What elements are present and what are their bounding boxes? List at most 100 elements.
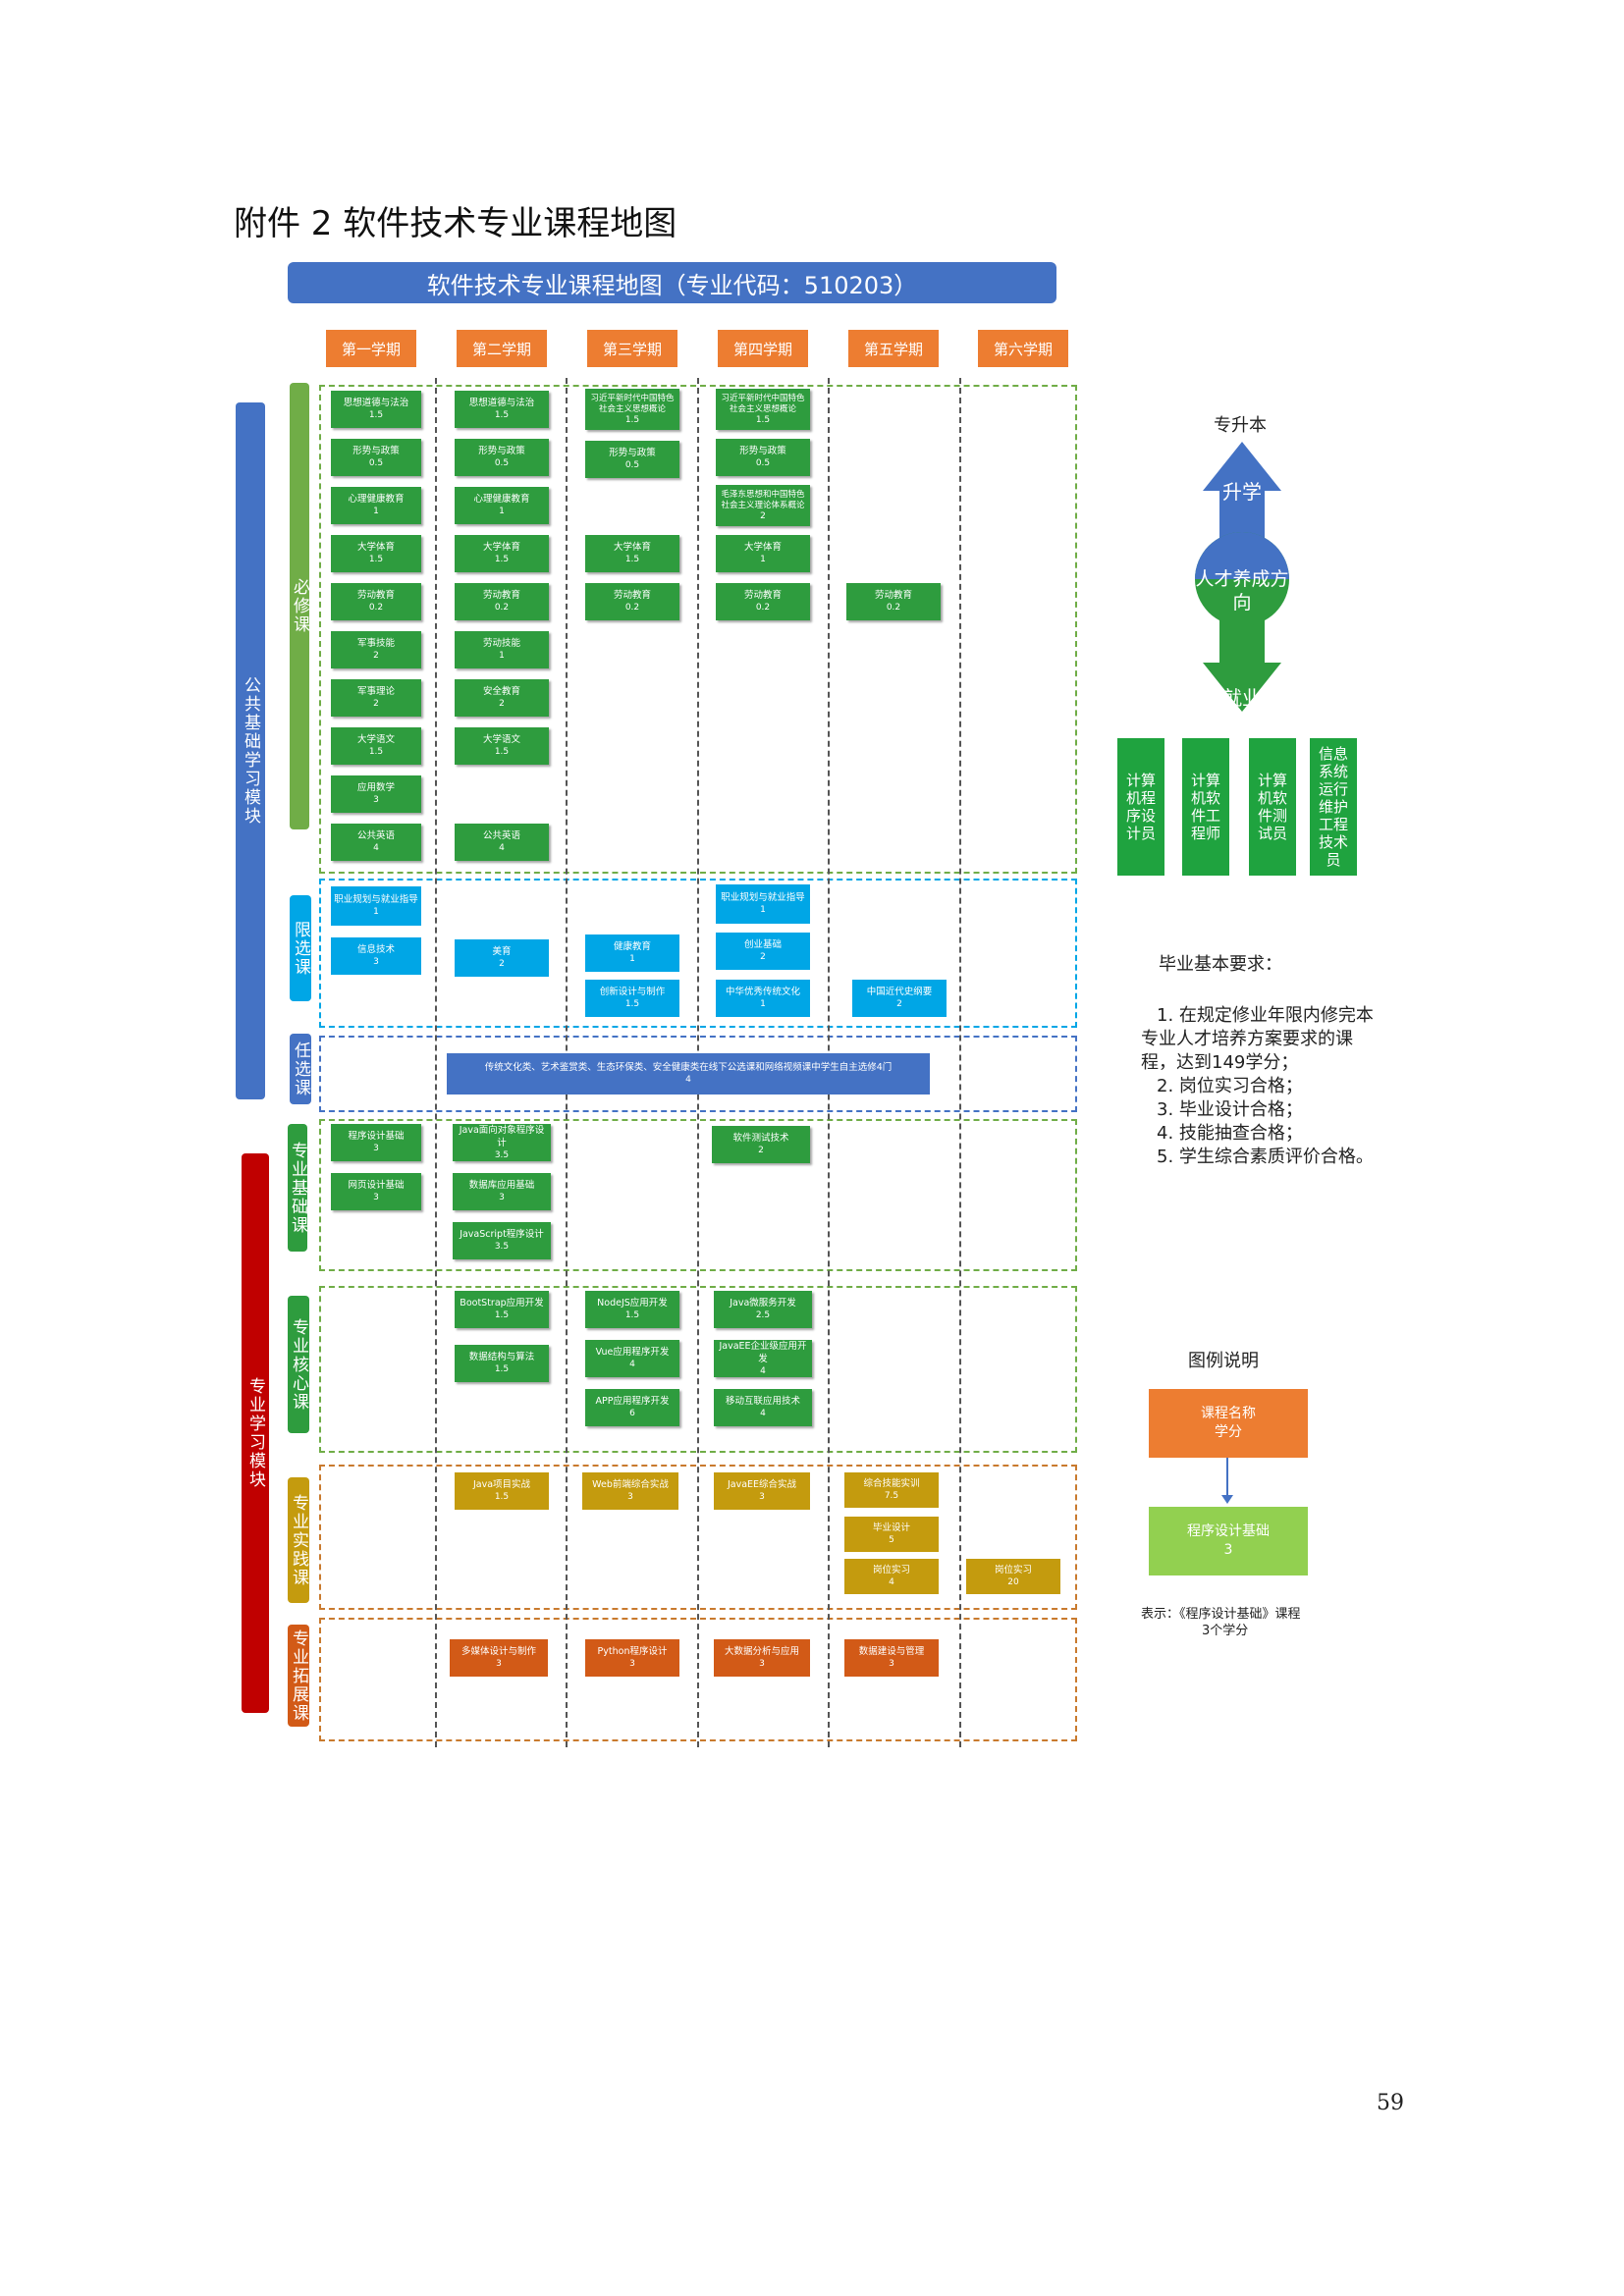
requirement-line: 程，达到149学分； [1141, 1052, 1299, 1073]
job-box: 计算机软件测试员 [1249, 738, 1296, 876]
job-box: 计算机软件工程师 [1182, 738, 1229, 876]
module-public: 公共基础学习模块 [236, 402, 265, 1099]
job-box: 信息系统运行维护工程技术员 [1310, 738, 1357, 876]
arrow-down-shape [1203, 604, 1281, 712]
semester-header-3: 第三学期 [587, 330, 677, 367]
semester-header-6: 第六学期 [978, 330, 1068, 367]
legend-arrow [1221, 1458, 1233, 1504]
course-card-optional: 传统文化类、艺术鉴赏类、生态环保类、安全健康类在线下公选课和网络视频课中学生自主… [447, 1053, 930, 1095]
requirements-title: 毕业基本要求： [1159, 954, 1282, 975]
direction-center-label: 人才养成方向 [1195, 568, 1289, 614]
column-divider [435, 378, 437, 1747]
page-number: 59 [1377, 2091, 1404, 2115]
semester-header-1: 第一学期 [326, 330, 416, 367]
arrow-up-shape [1203, 442, 1281, 555]
requirement-line: 5. 学生综合素质评价合格。 [1157, 1147, 1374, 1167]
module-major: 专业学习模块 [242, 1153, 269, 1713]
page-heading: 附件 2 软件技术专业课程地图 [234, 204, 677, 243]
direction-top-label: 专升本 [1214, 415, 1267, 436]
direction-down-label: 就业 [1222, 686, 1262, 710]
requirement-line: 3. 毕业设计合格； [1157, 1099, 1303, 1120]
row-label-extension: 专业拓展课 [288, 1625, 309, 1727]
row-label-required: 必修课 [290, 383, 309, 829]
legend-caption: 表示：《程序设计基础》课程 [1141, 1607, 1301, 1622]
row-label-practice: 专业实践课 [288, 1477, 309, 1603]
legend-sample-card: 课程名称学分 [1149, 1389, 1308, 1458]
row-label-foundation: 专业基础课 [288, 1124, 307, 1252]
requirement-line: 2. 岗位实习合格； [1157, 1076, 1303, 1096]
legend-title: 图例说明 [1188, 1351, 1259, 1371]
semester-header-4: 第四学期 [718, 330, 808, 367]
requirement-line: 4. 技能抽查合格； [1157, 1123, 1303, 1144]
semester-header-2: 第二学期 [457, 330, 547, 367]
job-box: 计算机程序设计员 [1117, 738, 1164, 876]
map-banner: 软件技术专业课程地图（专业代码：510203） [288, 262, 1056, 303]
legend-caption: 3个学分 [1202, 1624, 1249, 1638]
row-label-optional: 任选课 [290, 1034, 311, 1104]
row-label-core: 专业核心课 [288, 1296, 309, 1433]
row-label-limited: 限选课 [290, 895, 311, 1001]
semester-header-5: 第五学期 [848, 330, 939, 367]
direction-circle-top [1195, 532, 1289, 579]
